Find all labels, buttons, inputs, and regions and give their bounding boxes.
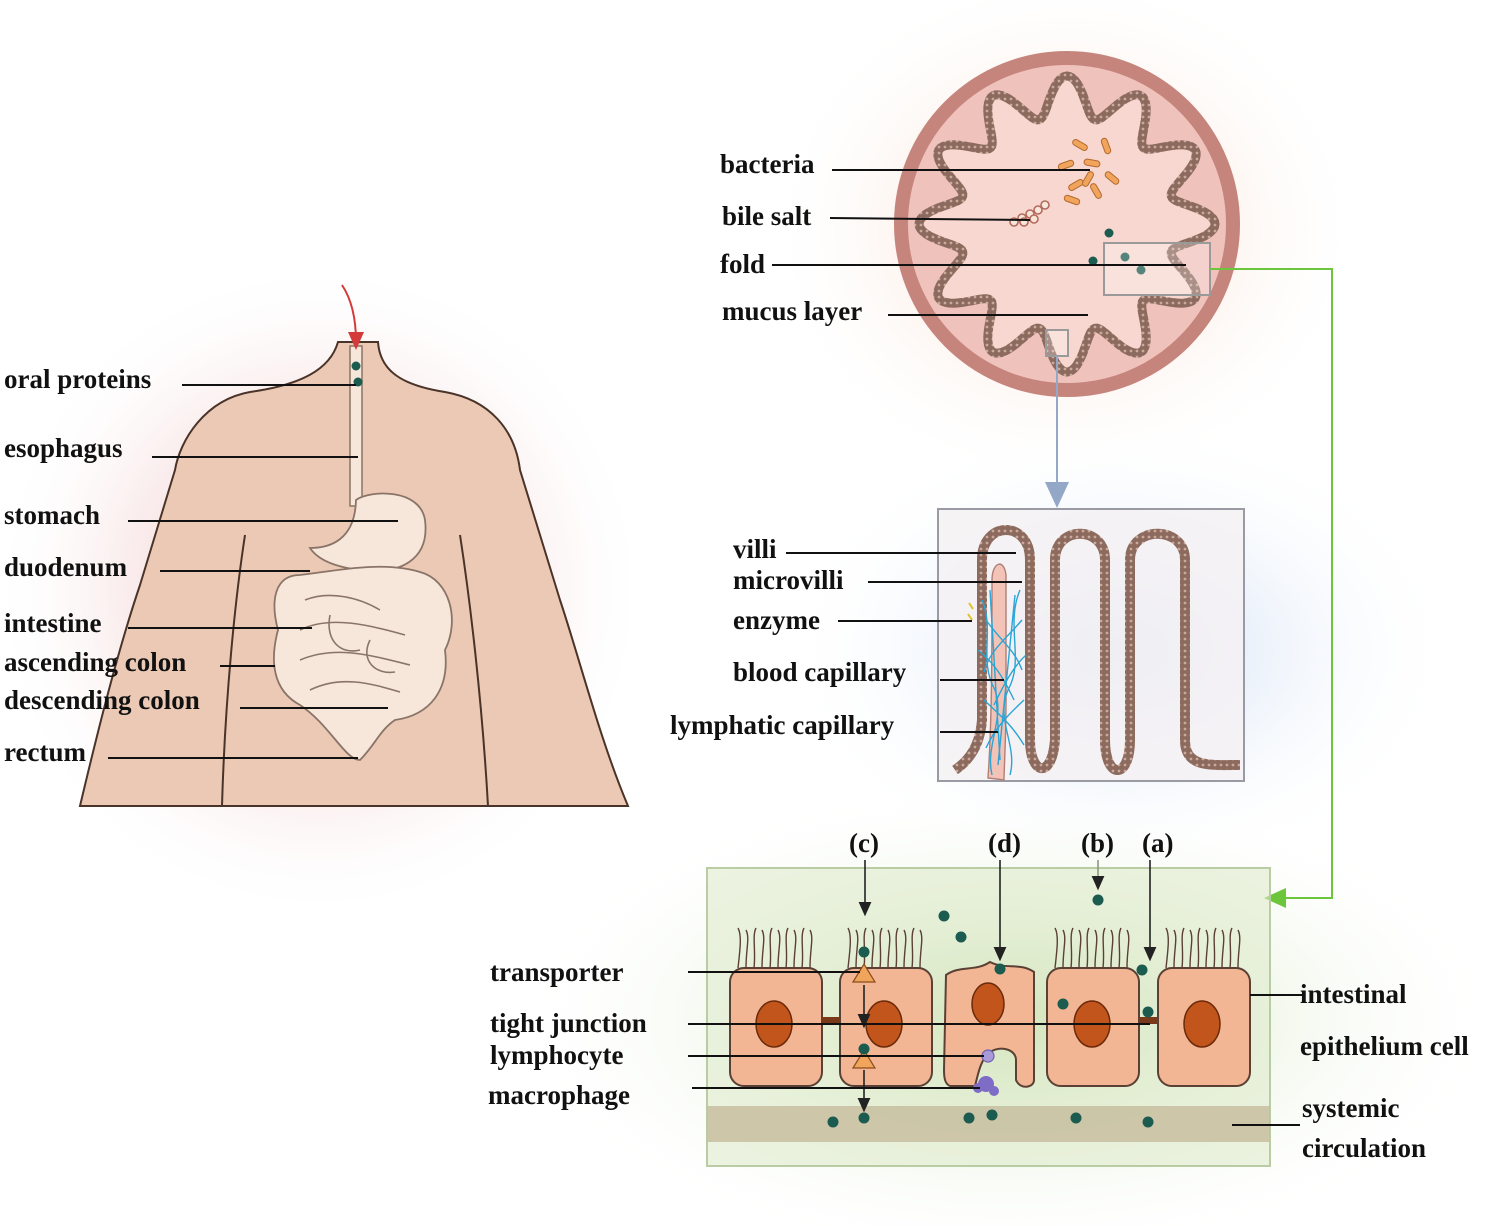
intake-arrow: [341, 284, 364, 350]
blood-capillary-network: [977, 589, 1027, 776]
tight-junction: [822, 1017, 840, 1024]
mucosal-folds: [914, 71, 1220, 377]
enzyme-marks: [967, 602, 974, 621]
villi-label-group: villi microvilli enzyme blood capillary …: [670, 534, 1022, 740]
label-tight-junction: tight junction: [490, 1008, 647, 1038]
label-pathway-a: (a): [1142, 828, 1173, 858]
connector-fold-to-epithelium: [1210, 268, 1333, 908]
label-lymphatic-capillary: lymphatic capillary: [670, 710, 895, 740]
label-stomach: stomach: [4, 500, 100, 530]
body-label-group: oral proteins esophagus stomach duodenum…: [4, 364, 398, 767]
label-oral-proteins: oral proteins: [4, 364, 151, 394]
label-esophagus: esophagus: [4, 433, 123, 463]
mucus-zoom-box: [1045, 329, 1069, 357]
label-circulation: circulation: [1302, 1133, 1426, 1163]
label-descending-colon: descending colon: [4, 685, 200, 715]
protein-dot: [351, 361, 361, 371]
lumen-label-group: bacteria bile salt fold mucus layer: [720, 149, 1186, 326]
label-enzyme: enzyme: [733, 605, 820, 635]
label-transporter: transporter: [490, 957, 623, 987]
epithelial-cell: [1157, 927, 1251, 1087]
label-bile-salt: bile salt: [722, 201, 811, 231]
villi-wall: [952, 525, 1241, 775]
label-intestinal: intestinal: [1300, 979, 1407, 1009]
label-macrophage: macrophage: [488, 1080, 630, 1110]
right-arm-line: [459, 534, 489, 807]
label-pathway-c: (c): [849, 828, 879, 858]
fold-zoom-box: [1103, 242, 1211, 296]
label-villi: villi: [733, 534, 777, 564]
label-pathway-d: (d): [988, 828, 1021, 858]
lumen-protein-dots: [1088, 228, 1146, 275]
label-systemic: systemic: [1302, 1093, 1399, 1123]
bacteria-cluster: [1057, 137, 1120, 206]
label-lymphocyte: lymphocyte: [490, 1040, 624, 1070]
label-epithelium-cell: epithelium cell: [1300, 1031, 1469, 1061]
label-pathway-b: (b): [1081, 828, 1114, 858]
epithelium-panel: [706, 860, 1271, 1167]
lumen-cross-section: [894, 51, 1240, 397]
left-arm-line: [221, 534, 246, 807]
epithelial-cell: [1046, 927, 1140, 1087]
label-microvilli: microvilli: [733, 565, 844, 595]
label-blood-capillary: blood capillary: [733, 657, 907, 687]
transporter-basal: [851, 1048, 877, 1069]
label-rectum: rectum: [4, 737, 86, 767]
label-mucus-layer: mucus layer: [722, 296, 862, 326]
tight-junction: [1139, 1017, 1158, 1024]
label-intestine: intestine: [4, 608, 102, 638]
colon-shape: [273, 565, 453, 761]
villi-panel: [937, 508, 1245, 782]
label-bacteria: bacteria: [720, 149, 815, 179]
villi-frame: [937, 508, 1245, 782]
epithelium-protein-dots: [827, 894, 1154, 1128]
label-ascending-colon: ascending colon: [4, 647, 186, 677]
small-intestine-coils: [299, 594, 411, 693]
pathway-arrows: [857, 860, 1157, 1113]
pathway-label-group: (c) (d) (b) (a): [849, 828, 1173, 858]
epithelium-label-group: transporter tight junction lymphocyte ma…: [488, 957, 1469, 1163]
label-fold: fold: [720, 249, 765, 279]
label-duodenum: duodenum: [4, 552, 128, 582]
